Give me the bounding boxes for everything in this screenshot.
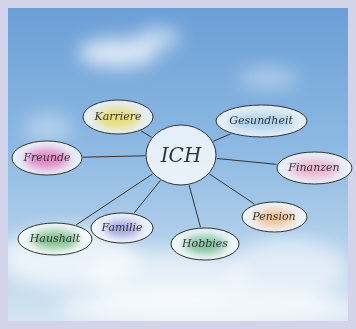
topic-ellipse: Gesundheit: [215, 104, 308, 138]
connector-line: [141, 131, 152, 137]
topic-ellipse: Finanzen: [276, 151, 353, 185]
connector-line: [134, 180, 160, 213]
topic-ellipse: Hobbies: [170, 227, 240, 261]
topic-label: Gesundheit: [229, 115, 293, 128]
topic-ellipse: Pension: [241, 201, 308, 233]
topic-ellipse: Haushalt: [17, 222, 93, 256]
topic-label: ICH: [161, 144, 202, 167]
topic-ellipse: Karriere: [82, 99, 154, 135]
connector-line: [189, 185, 200, 227]
connector-line: [83, 156, 145, 157]
connector-line: [213, 134, 230, 141]
topic-ellipse: Familie: [90, 212, 154, 244]
topic-label: Finanzen: [288, 162, 339, 175]
topic-label: Haushalt: [30, 233, 80, 246]
connector-line: [217, 158, 277, 164]
connector-line: [209, 174, 254, 204]
topic-label: Karriere: [94, 111, 141, 124]
topic-label: Freunde: [23, 152, 70, 165]
center-circle: ICH: [145, 124, 217, 186]
topic-label: Pension: [252, 211, 295, 224]
topic-ellipse: Freunde: [11, 140, 83, 176]
topic-label: Hobbies: [182, 238, 228, 251]
topic-label: Familie: [102, 222, 143, 235]
